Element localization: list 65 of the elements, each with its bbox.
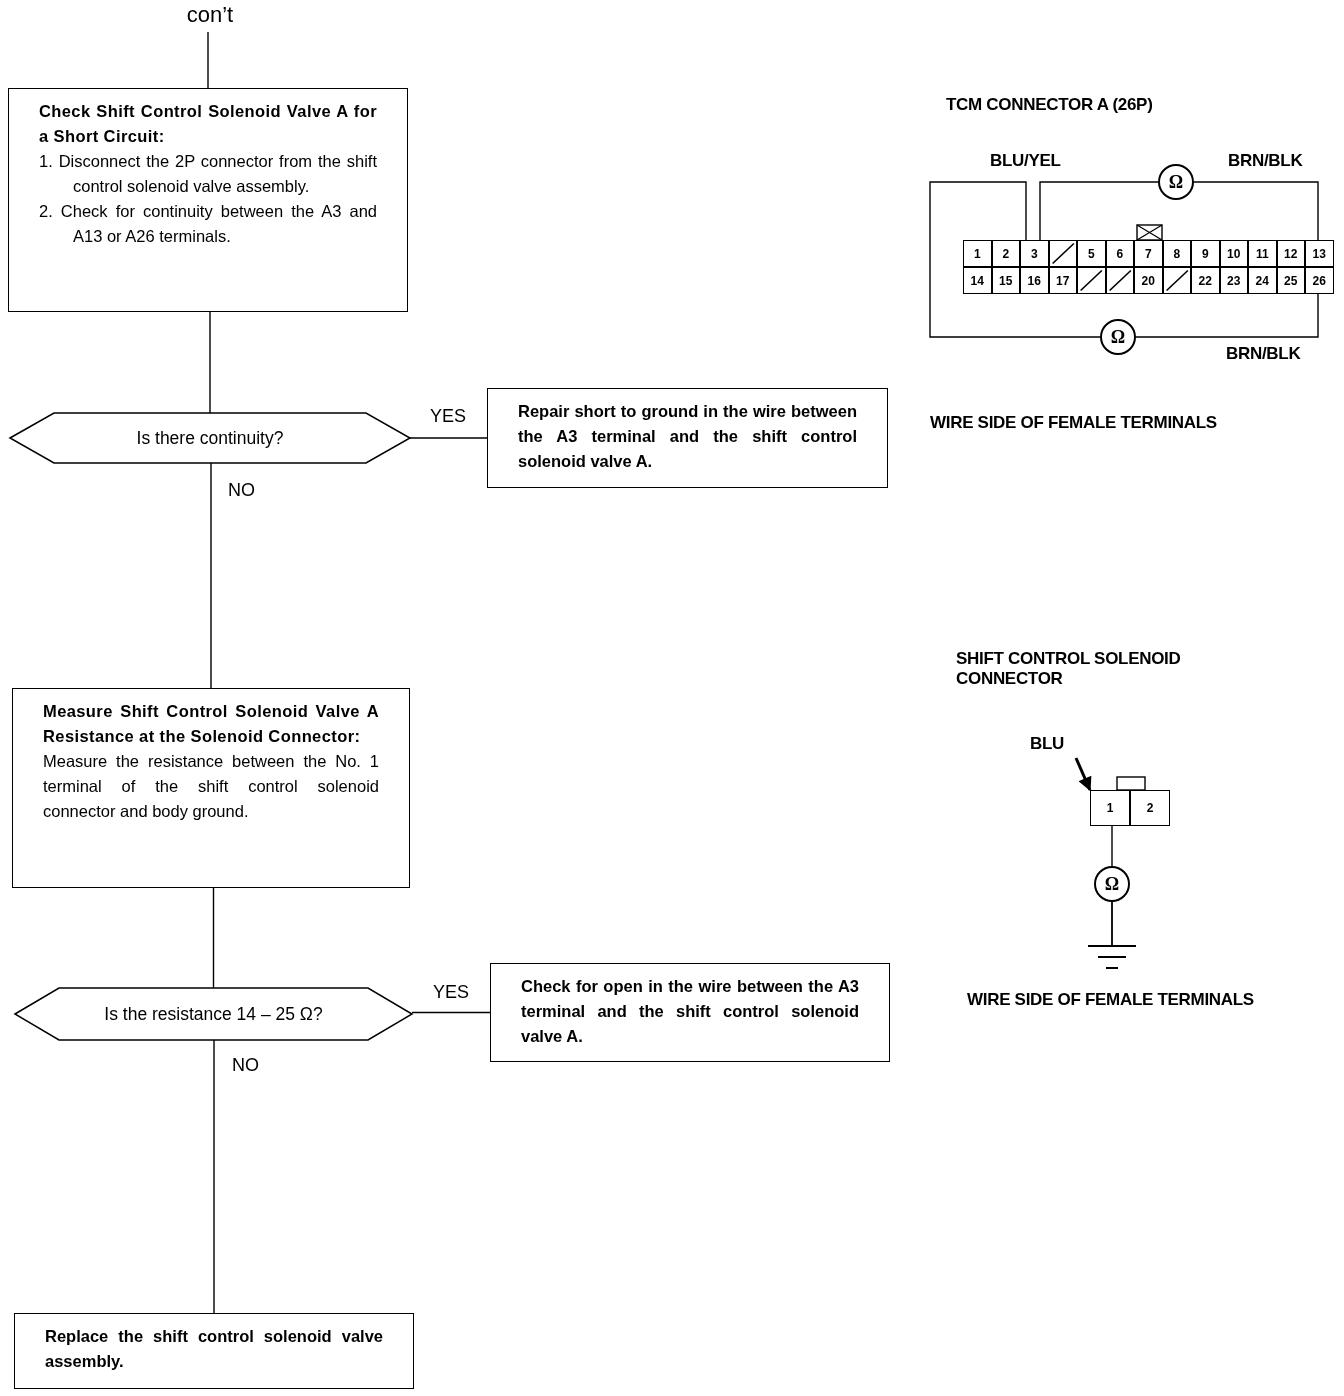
connector-line — [411, 1011, 491, 1014]
terminal-cell: 8 — [1162, 240, 1191, 267]
terminal-cell: 20 — [1134, 267, 1163, 294]
blank-terminal-cell — [1162, 267, 1191, 294]
terminal-cell: 25 — [1276, 267, 1305, 294]
terminal-cell: 11 — [1248, 240, 1277, 267]
connector-line — [210, 462, 212, 689]
body-text: Measure the resistance between the No. 1 terminal of the shift control solenoid connector and body ground. — [43, 751, 379, 822]
leader-arrow — [1074, 757, 1092, 792]
process-box — [8, 88, 408, 312]
terminal-cell: 26 — [1305, 267, 1334, 294]
terminal-cell: 3 — [1020, 240, 1049, 267]
ohmmeter-symbol: Ω — [1158, 164, 1194, 200]
terminal-cell: 17 — [1048, 267, 1077, 294]
terminal-cell: 14 — [963, 267, 992, 294]
connector-line — [213, 1039, 215, 1314]
connector-title: SHIFT CONTROL SOLENOID CONNECTOR — [956, 649, 1182, 689]
terminal-cell: 22 — [1191, 267, 1220, 294]
decision-hexagon: Is the resistance 14 – 25 Ω? — [15, 988, 412, 1040]
terminal-cell: 6 — [1105, 240, 1134, 267]
terminal-cell: 12 — [1276, 240, 1305, 267]
wire — [1193, 181, 1319, 241]
blank-terminal-cell — [1048, 240, 1077, 267]
blank-terminal-cell — [1077, 267, 1106, 294]
view-note: WIRE SIDE OF FEMALE TERMINALS — [967, 990, 1254, 1010]
terminal-cell: 1 — [963, 240, 992, 267]
terminal-cell: 2 — [991, 240, 1020, 267]
numbered-step: 1. Disconnect the 2P connector from the shift control solenoid valve assembly. — [39, 149, 377, 199]
terminal-cell: 9 — [1191, 240, 1220, 267]
terminal-cell: 24 — [1248, 267, 1277, 294]
box-heading: Check Shift Control Solenoid Valve A for a Short Circuit: — [39, 101, 377, 147]
wire-color-label: BRN/BLK — [1226, 344, 1301, 364]
blank-terminal-cell — [1105, 267, 1134, 294]
terminal-cell: 16 — [1020, 267, 1049, 294]
terminal-cell: 10 — [1219, 240, 1248, 267]
terminal-cell: 23 — [1219, 267, 1248, 294]
view-note: WIRE SIDE OF FEMALE TERMINALS — [930, 413, 1217, 433]
connector-line — [209, 311, 211, 414]
connector-title: TCM CONNECTOR A (26P) — [946, 95, 1153, 115]
wire-color-label: BRN/BLK — [1228, 151, 1303, 171]
action-box: Repair short to ground in the wire between the A3 terminal and the shift control solenoid valve A. — [487, 388, 888, 488]
action-box: Check for open in the wire between the A3 terminal and the shift control solenoid valve A. — [490, 963, 890, 1062]
terminal-cell: 15 — [991, 267, 1020, 294]
wire — [1135, 293, 1319, 338]
terminal-cell: 1 — [1090, 790, 1130, 826]
terminal-cell: 7 — [1134, 240, 1163, 267]
terminal-cell: 5 — [1077, 240, 1106, 267]
terminal-cell: 13 — [1305, 240, 1334, 267]
numbered-step: 2. Check for continuity between the A3 and A13 or A26 terminals. — [39, 199, 377, 249]
box-heading: Measure Shift Control Solenoid Valve A Resistance at the Solenoid Connector: — [43, 701, 379, 747]
continuation-text: con’t — [180, 2, 240, 32]
wire-color-label: BLU — [1030, 734, 1076, 758]
wire — [1039, 181, 1159, 241]
action-box: Replace the shift control solenoid valve assembly. — [14, 1313, 414, 1389]
wire — [1111, 825, 1113, 867]
ohmmeter-symbol: Ω — [1094, 866, 1130, 902]
wire — [929, 181, 1101, 338]
connector-line — [409, 437, 488, 439]
connector-line — [212, 887, 215, 989]
ohmmeter-symbol: Ω — [1100, 319, 1136, 355]
wire-color-label: BLU/YEL — [990, 151, 1061, 171]
connector-line — [207, 31, 209, 89]
terminal-cell: 2 — [1130, 790, 1170, 826]
decision-hexagon: Is there continuity? — [10, 413, 410, 463]
process-box — [12, 688, 410, 888]
